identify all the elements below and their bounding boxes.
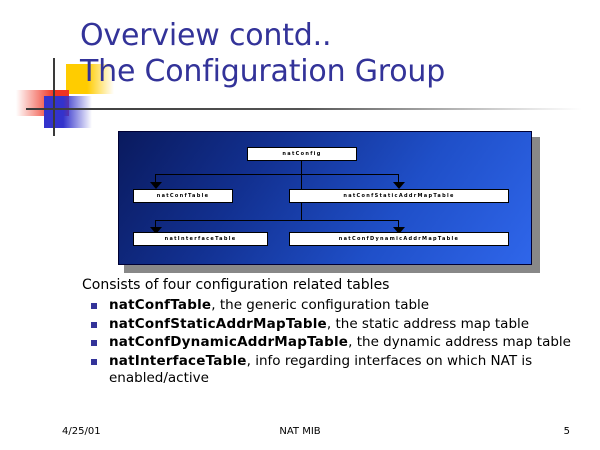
arrowhead-to-conf-table	[150, 182, 162, 189]
diagram-node-natconfig: natConfig	[247, 147, 357, 161]
title-line-2: The Configuration Group	[80, 54, 446, 89]
square-bullet-icon	[91, 340, 97, 346]
footer-date: 4/25/01	[62, 426, 101, 437]
decorative-logo	[8, 58, 123, 136]
list-item: natInterfaceTable, info regarding interf…	[82, 353, 587, 388]
square-bullet-icon	[91, 358, 97, 365]
list-item-term: natConfDynamicAddrMapTable	[109, 334, 349, 350]
diagram-canvas: natConfig natConfTable natConfStaticAddr…	[118, 131, 532, 265]
lead-text: Consists of four configuration related t…	[82, 277, 390, 293]
page-title: Overview contd.. The Configuration Group	[80, 18, 580, 90]
connector-row1-right-drop	[398, 174, 399, 183]
list-item: natConfStaticAddrMapTable, the static ad…	[82, 316, 587, 334]
blue-square-icon	[44, 96, 92, 128]
list-item-description: , the generic configuration table	[211, 297, 430, 313]
square-bullet-icon	[91, 303, 97, 309]
list-item-term: natInterfaceTable	[109, 352, 247, 369]
square-bullet-icon	[91, 321, 97, 328]
connector-row2-right-drop	[398, 220, 399, 228]
connector-row2-left-drop	[155, 220, 156, 228]
connector-row1-left-drop	[155, 174, 156, 183]
list-item: natConfDynamicAddrMapTable, the dynamic …	[82, 334, 587, 352]
diagram-node-natconfdynamicaddrmaptable: natConfDynamicAddrMapTable	[289, 232, 509, 246]
list-item: natConfTable, the generic configuration …	[82, 297, 587, 315]
arrowhead-to-dynamic-table	[393, 227, 405, 234]
arrowhead-to-static-table	[393, 182, 405, 189]
yellow-square-icon	[66, 64, 114, 94]
title-divider	[26, 108, 582, 110]
connector-row2-bar	[155, 220, 399, 221]
list-item-description: , the static address map table	[326, 315, 530, 332]
diagram-node-natconfstaticaddrmaptable: natConfStaticAddrMapTable	[289, 189, 509, 203]
list-item-description: , info regarding interfaces on which NAT…	[109, 352, 533, 387]
diagram-node-natconftable: natConfTable	[133, 189, 233, 203]
list-item-term: natConfStaticAddrMapTable	[109, 315, 327, 332]
slide-body: Consists of four configuration related t…	[82, 276, 587, 389]
vertical-rule-icon	[53, 58, 55, 136]
list-item-description: , the dynamic address map table	[348, 334, 571, 350]
connector-row1-bar	[155, 174, 399, 175]
bullet-list: natConfTable, the generic configuration …	[82, 297, 587, 388]
configuration-group-diagram: natConfig natConfTable natConfStaticAddr…	[118, 131, 540, 273]
diagram-node-natinterfacetable: natInterfaceTable	[133, 232, 268, 246]
footer-page-number: 5	[563, 426, 570, 437]
title-line-1: Overview contd..	[80, 18, 332, 53]
slide-footer: 4/25/01 NAT MIB 5	[0, 426, 600, 446]
footer-title: NAT MIB	[279, 426, 321, 437]
list-item-term: natConfTable	[109, 297, 212, 313]
arrowhead-to-interface-table	[150, 227, 162, 234]
